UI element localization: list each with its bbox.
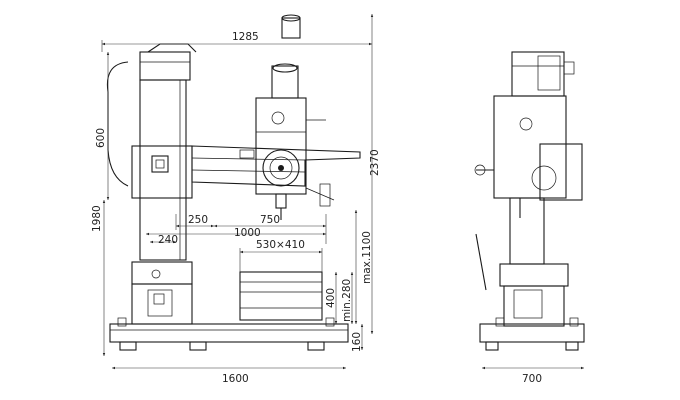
dimension-lines (101, 14, 584, 370)
column-base (131, 261, 193, 325)
work-table (239, 271, 323, 321)
side-column (475, 197, 545, 291)
side-base (479, 263, 585, 351)
base-plate (109, 317, 349, 351)
dim-max-distance: max.1100 (361, 231, 373, 284)
dim-column-height: 1980 (91, 205, 103, 232)
column (131, 79, 193, 261)
side-motor (511, 51, 575, 97)
side-view (474, 51, 585, 351)
dim-min-radius: 250 (188, 214, 208, 226)
radial-arm (191, 145, 361, 187)
dim-base-height: 160 (351, 332, 363, 352)
front-view (106, 14, 361, 351)
dim-table-height: 400 (325, 288, 337, 308)
dim-spindle-travel: 750 (260, 214, 280, 226)
dimension-labels: 1285 2370 600 1980 250 750 1000 240 530×… (91, 31, 542, 385)
drill-head (255, 63, 335, 220)
dim-arm-span: 1285 (232, 31, 259, 43)
dim-max-radius: 1000 (234, 227, 261, 239)
dim-column-offset: 240 (158, 234, 178, 246)
dim-table-size: 530×410 (256, 239, 305, 251)
dim-min-distance: min.280 (341, 279, 353, 322)
top-motor (281, 14, 301, 39)
dim-total-height: 2370 (369, 149, 381, 176)
dim-base-width: 700 (522, 373, 542, 385)
dim-base-length: 1600 (222, 373, 249, 385)
dim-head-height: 600 (95, 128, 107, 148)
side-head (474, 95, 583, 218)
